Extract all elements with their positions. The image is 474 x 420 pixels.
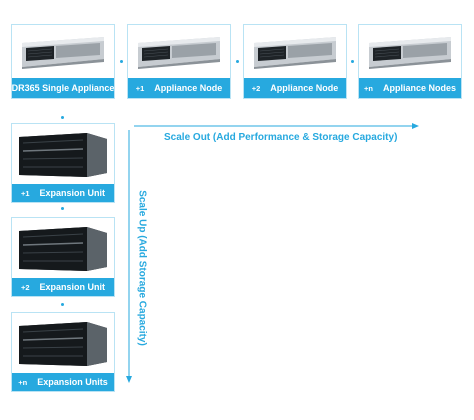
plus-dot xyxy=(236,60,239,63)
plus-dot xyxy=(61,116,64,119)
expansion-units-card: +n Expansion Units xyxy=(11,312,115,392)
card-caption: +1 Appliance Node xyxy=(128,78,230,98)
expansion-unit-card: +2 Expansion Unit xyxy=(11,217,115,297)
appliance-node-card: +2 Appliance Node xyxy=(243,24,347,99)
card-caption: +2 Appliance Node xyxy=(244,78,346,98)
card-caption: +n Expansion Units xyxy=(12,373,114,391)
card-caption: +2 Expansion Unit xyxy=(12,278,114,296)
plus-dot xyxy=(61,207,64,210)
expansion-unit-card: +1 Expansion Unit xyxy=(11,123,115,203)
card-caption: +n Appliance Nodes xyxy=(359,78,461,98)
card-caption: DR365 Single Appliance xyxy=(12,78,114,98)
rack-server-icon xyxy=(359,25,461,78)
scale-out-arrow xyxy=(134,123,419,129)
appliance-card: DR365 Single Appliance xyxy=(11,24,115,99)
storage-enclosure-icon xyxy=(12,124,114,184)
plus-dot xyxy=(351,60,354,63)
rack-server-icon xyxy=(128,25,230,78)
plus-dot xyxy=(120,60,123,63)
scale-up-label: Scale Up (Add Storage Capacity) xyxy=(136,190,148,346)
scale-out-label: Scale Out (Add Performance & Storage Cap… xyxy=(164,132,398,143)
rack-server-icon xyxy=(244,25,346,78)
scale-up-arrow xyxy=(126,130,132,383)
card-caption: +1 Expansion Unit xyxy=(12,184,114,202)
plus-dot xyxy=(61,303,64,306)
appliance-node-card: +1 Appliance Node xyxy=(127,24,231,99)
storage-enclosure-icon xyxy=(12,218,114,278)
storage-enclosure-icon xyxy=(12,313,114,373)
appliance-nodes-card: +n Appliance Nodes xyxy=(358,24,462,99)
rack-server-icon xyxy=(12,25,114,78)
